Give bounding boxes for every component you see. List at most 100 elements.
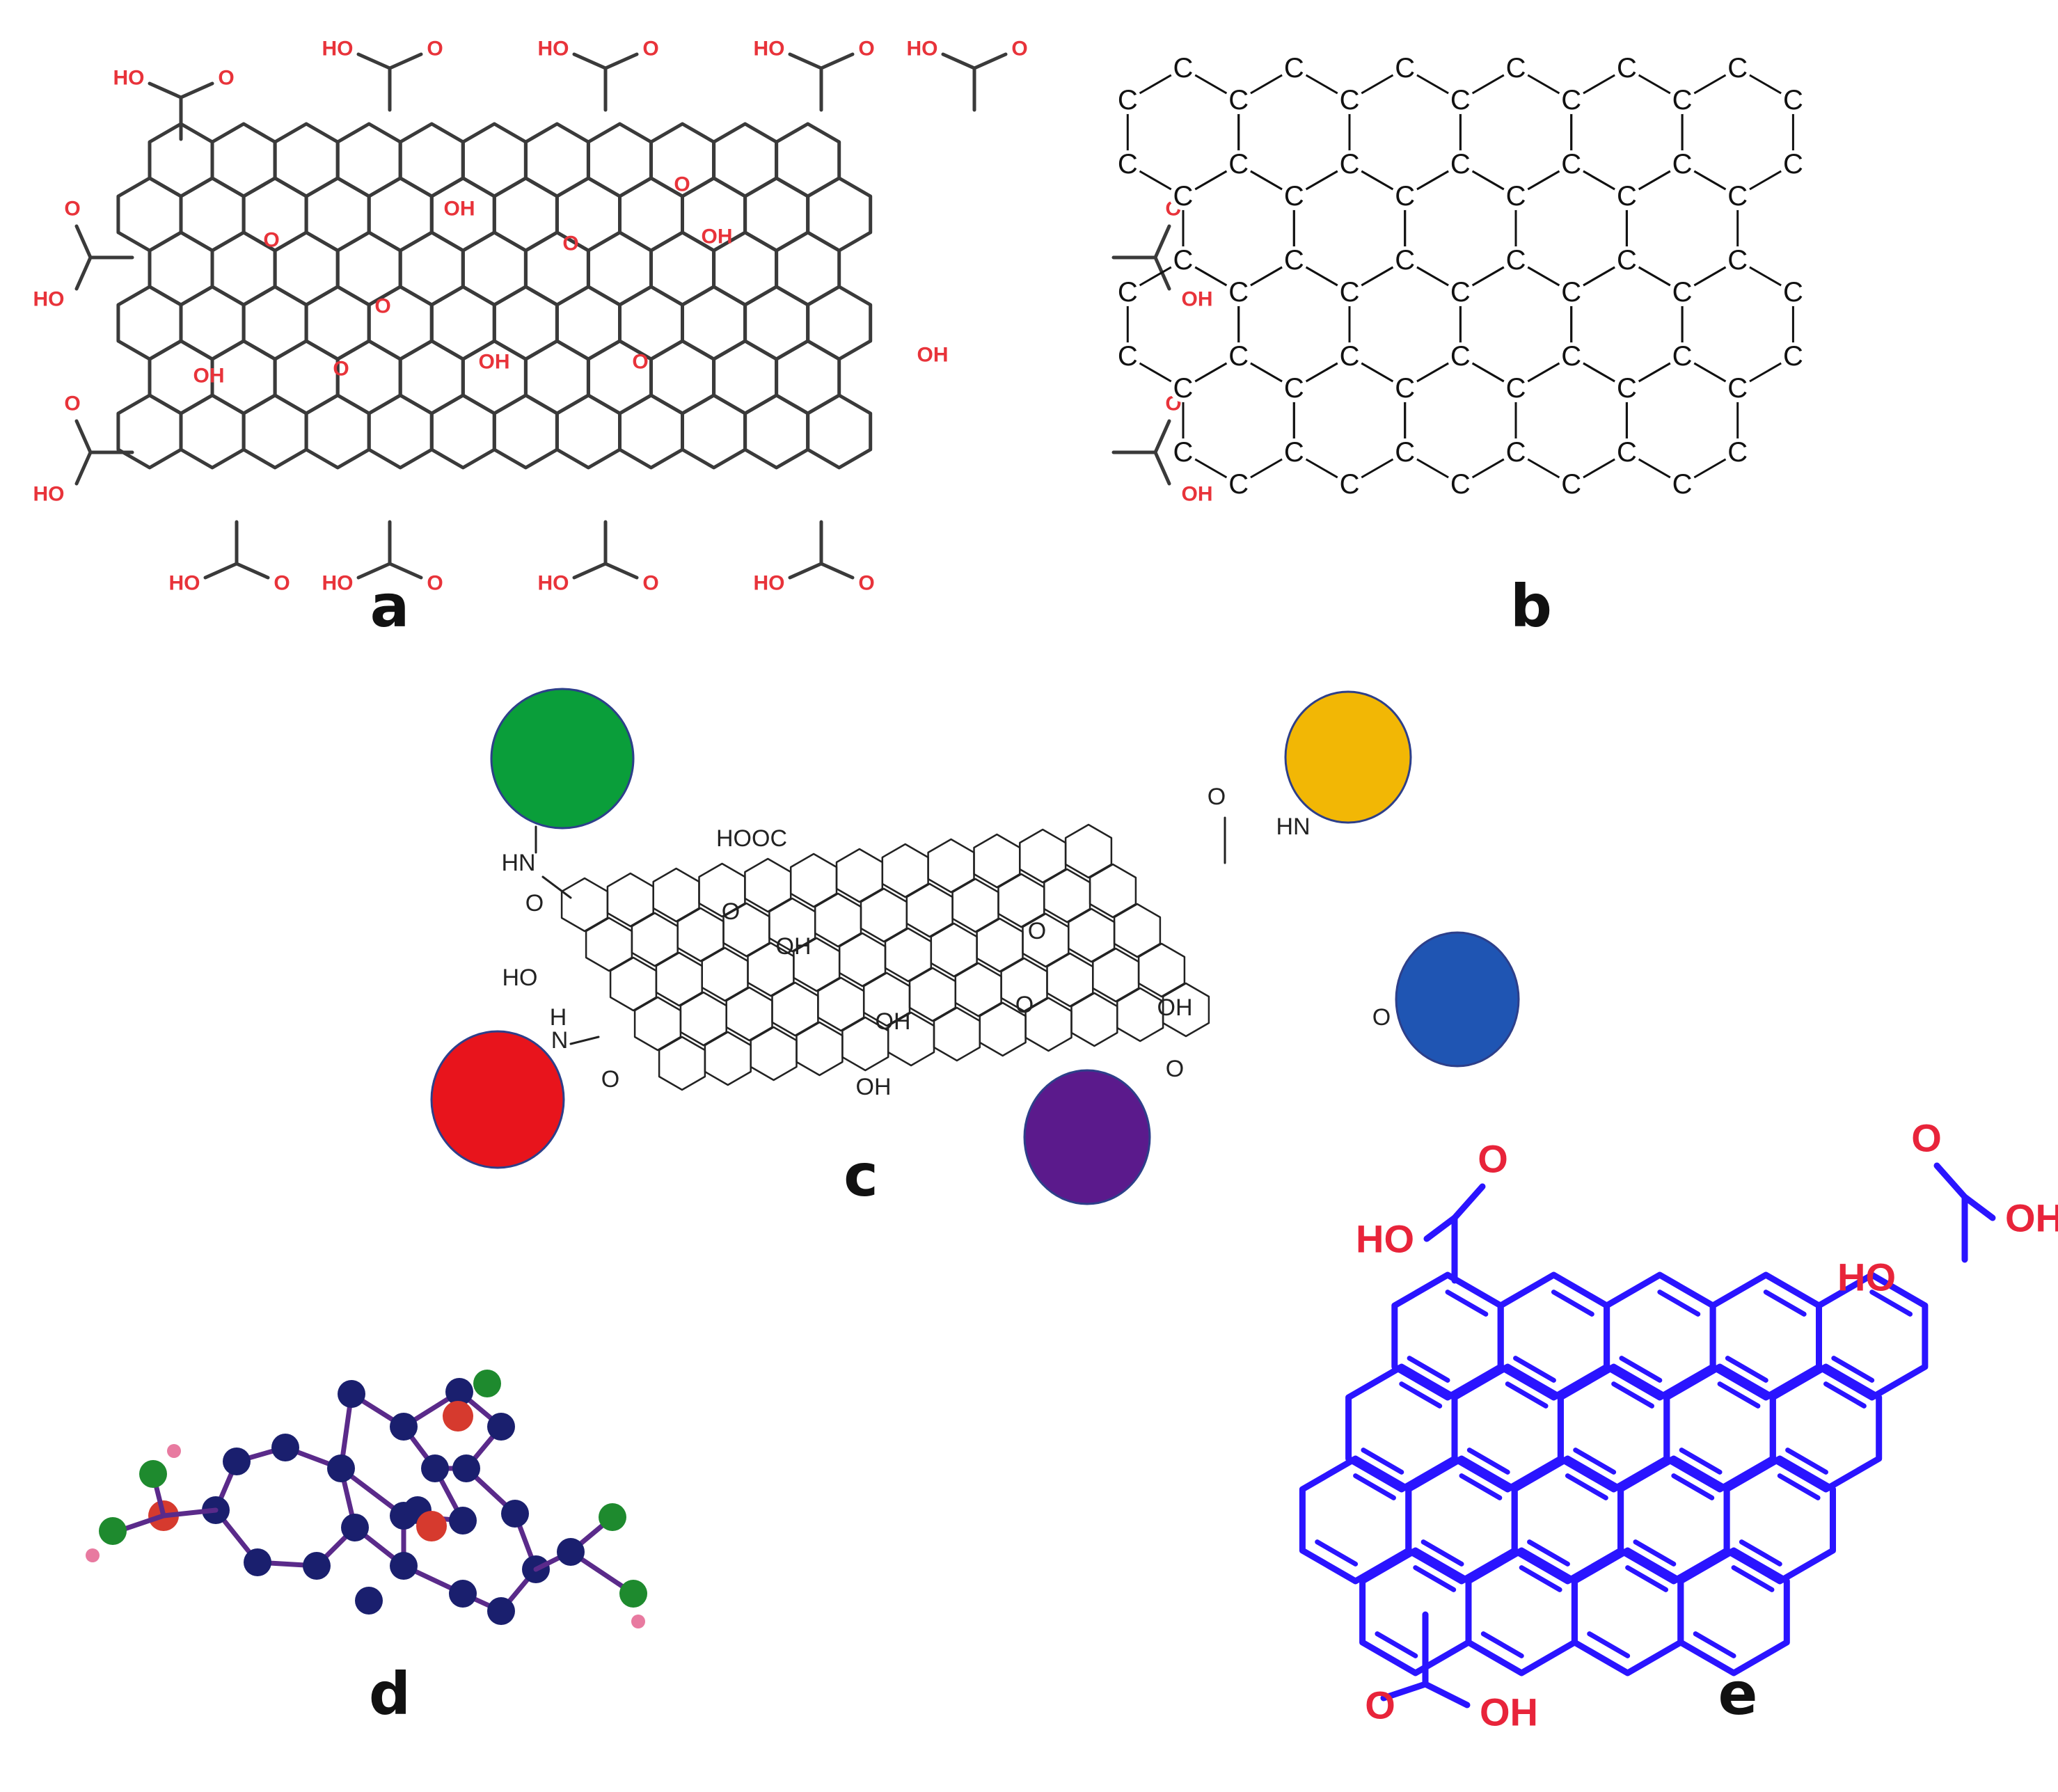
carbon-atom: C [1228,277,1249,308]
hydroxyl-label: HO [113,67,145,90]
carbon-atom-bg [1613,54,1641,82]
carbon-atom-bg [1114,342,1142,370]
carbon-atom-bg [1723,374,1752,402]
hydroxyl-label: OH [1480,1690,1538,1734]
double-bond [1413,1565,1457,1592]
carbon-atom: C [1506,373,1526,404]
linker-bond [569,1036,600,1045]
carbon-atom: C [1284,373,1304,404]
cooh-label: HOOC [716,825,787,852]
hydroxyl-group: OH [444,198,475,221]
ring [1348,259,1462,390]
bond [1422,1681,1471,1708]
carbon-atom-bg [1280,438,1308,466]
carbon-atom: C [1783,341,1803,372]
carbonyl-o: O [1478,1137,1508,1181]
carbon-atom [355,1587,383,1615]
carbon-atom: C [1672,85,1693,116]
pink-atom [86,1548,100,1562]
carbon-atom-bg [1391,54,1419,82]
bond [203,562,239,580]
carbon-atom-bg [1169,54,1197,82]
ring [1514,163,1628,294]
carbon-atom-bg [1336,150,1364,178]
carbon-atom-bg [1446,342,1475,370]
carbon-atom-bg [1557,470,1585,498]
purple-moiety [1023,1069,1151,1205]
carboxyl-group: OOH [1111,198,1213,311]
carboxyl-group: OOH [1111,393,1213,506]
carbon-atom: C [1173,437,1194,468]
ring [681,393,747,470]
carbon-atom [390,1413,418,1441]
panel-letter-b: b [1510,572,1552,640]
carbon-atom: C [1561,149,1581,180]
ring [1404,163,1517,294]
ring [1126,259,1240,390]
epoxy-o: O [1015,992,1034,1018]
panel-letter-e: e [1718,1660,1758,1728]
carbon-atom: C [1727,373,1748,404]
carbon-atom-bg [1336,470,1364,498]
carbonyl-label: O [1011,38,1027,61]
carbon-atom-bg [1779,150,1807,178]
ring [1292,355,1407,486]
carbonyl-o: O [525,890,544,917]
hydroxyl-label: HO [754,572,785,595]
hydroxyl-label: HO [538,38,569,61]
red-moiety [430,1030,565,1169]
ring [618,393,684,470]
carbon-atom-bg [1169,182,1197,210]
carbon-atom: C [1672,341,1693,372]
hydrogen-atom [619,1580,647,1608]
epoxy-oxygen: O [562,232,578,255]
bond [572,52,608,70]
double-bond [1587,1631,1631,1658]
ring [1625,163,1739,294]
hydroxyl-label: HO [322,38,354,61]
double-bond [1725,1356,1768,1383]
carbon-atom-bg [1723,54,1752,82]
hydrogen-atom [599,1503,626,1531]
hydroxyl-group: OH [702,225,733,248]
double-bond [1353,1473,1396,1500]
hydroxyl-label: HO [538,572,569,595]
bond [1153,419,1171,454]
double-bond [1625,1565,1669,1592]
ring [1677,1547,1790,1676]
ring [1237,259,1351,390]
bond [603,52,639,70]
carbon-atom-bg [1224,150,1253,178]
carbon-atom-bg [1336,342,1364,370]
carboxyl-group: OHO [1356,1137,1508,1284]
hydroxyl-label: OH [876,1008,911,1035]
carbon-atom [421,1454,449,1482]
bond [235,562,270,580]
double-bond [1459,1473,1503,1500]
hydroxyl-label: HO [502,965,538,991]
carbon-atom [487,1597,515,1625]
hydrogen-atom [99,1517,127,1545]
carbon-atom: C [1450,149,1471,180]
bond [788,52,823,70]
hydroxyl-label: HO [322,572,354,595]
carbon-atom: C [1727,53,1748,84]
carbon-atom: C [1228,469,1249,500]
carbon-atom: C [1561,277,1581,308]
hydroxyl-label: HO [907,38,938,61]
double-bond [1315,1539,1359,1567]
ring [1570,259,1684,390]
double-bond [1573,1448,1617,1475]
carbon-atom: C [1672,469,1693,500]
carbon-atom: C [1340,277,1360,308]
ring [429,393,496,470]
double-bond [1739,1539,1782,1567]
carbon-atom: C [1617,437,1637,468]
carboxyl-group: HO O [907,38,1028,112]
double-bond [1777,1473,1821,1500]
epoxy-oxygen: O [674,173,690,196]
